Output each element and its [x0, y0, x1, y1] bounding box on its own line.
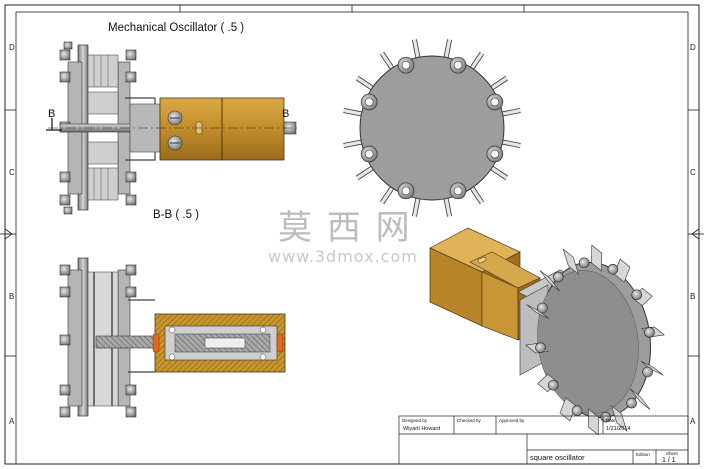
zone-label-c-right: C: [690, 168, 696, 177]
zone-label-a-left: A: [9, 417, 15, 426]
iso-nut: [644, 327, 655, 338]
iso-nut: [571, 405, 583, 417]
iso-fin: [559, 397, 577, 422]
iso-nut: [578, 257, 590, 269]
iso-fin: [613, 258, 631, 283]
designed-by-label: Designed by: [402, 418, 428, 423]
iso-nut: [535, 342, 546, 353]
zone-label-d-left: D: [9, 43, 15, 52]
iso-nut: [553, 271, 564, 283]
date-label: Date: [606, 418, 616, 423]
section-view-title: B-B ( .5 ): [153, 209, 200, 221]
title-block: [398, 415, 689, 465]
iso-fin: [562, 248, 580, 275]
section-marker-left: [46, 118, 62, 131]
section-view: [59, 257, 286, 418]
isometric-view: [429, 227, 665, 436]
front-view-disc: [343, 39, 521, 217]
checked-by-label: Checked by: [457, 418, 481, 423]
sheet-label: Sheet: [666, 451, 678, 456]
iso-nut: [600, 411, 612, 423]
top-view-title: Mechanical Oscillator ( .5 ): [108, 22, 245, 34]
iso-fin: [640, 361, 664, 376]
iso-fin: [610, 405, 628, 432]
iso-nut: [642, 366, 653, 378]
date-value: 1/21/2014: [606, 426, 631, 432]
centering-arrow-right: [690, 228, 704, 240]
designed-by-value: Wiyarti Howard: [403, 426, 441, 432]
iso-fin: [591, 244, 603, 272]
section-mark-left: B: [48, 108, 55, 120]
iso-nut: [537, 302, 548, 314]
zone-label-c-left: C: [9, 168, 15, 177]
top-view: [48, 41, 298, 215]
iso-nut: [626, 397, 637, 409]
iso-fin: [630, 388, 651, 410]
watermark-chinese: 莫 西 网: [278, 208, 412, 248]
iso-nut: [607, 263, 619, 275]
zone-label-a-right: A: [690, 417, 696, 426]
approved-by-label: Approved by: [499, 418, 525, 423]
iso-nut: [631, 289, 643, 301]
sheet-value: 1 / 1: [662, 457, 676, 464]
watermark-url: www.3dmox.com: [268, 247, 418, 266]
zone-label-b-right: B: [690, 292, 696, 301]
iso-fin: [587, 408, 599, 436]
iso-fin: [526, 304, 550, 319]
iso-fin: [537, 373, 559, 393]
drawing-title: square oscillator: [530, 453, 585, 462]
section-mark-right: B: [282, 108, 289, 120]
centering-arrow-left: [0, 228, 14, 240]
iso-fin: [539, 270, 560, 292]
iso-nut: [547, 379, 559, 391]
zone-label-b-left: B: [9, 292, 15, 301]
zone-label-d-right: D: [690, 43, 696, 52]
edition-label: Edition: [636, 452, 650, 457]
